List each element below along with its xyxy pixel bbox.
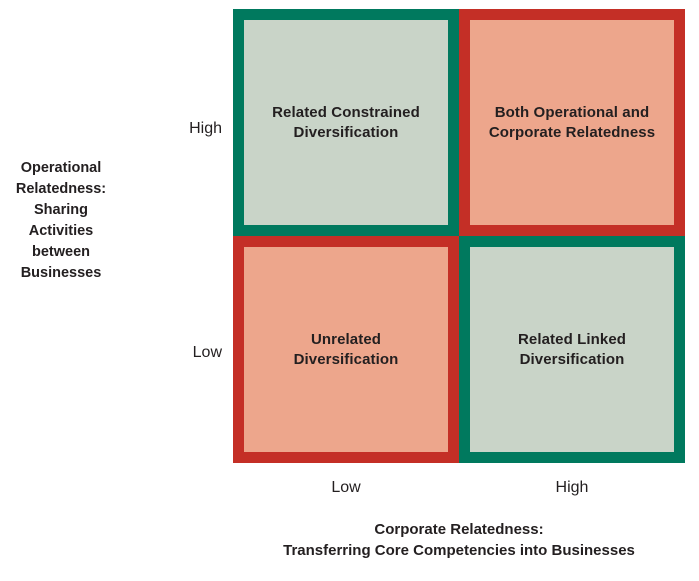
quadrant-related-linked-diversification[interactable]: Related Linked Diversification [459, 236, 685, 463]
x-axis-tick-low: Low [331, 479, 361, 496]
y-axis-tick-low: Low [192, 344, 222, 361]
quadrant-related-constrained-diversification[interactable]: Related Constrained Diversification [233, 9, 459, 236]
y-axis-tick-high: High [189, 120, 222, 137]
x-axis-tick-high: High [555, 479, 589, 496]
x-axis-title: Corporate Relatedness: Transferring Core… [283, 521, 635, 560]
matrix-grid: Related Constrained Diversification Both… [233, 9, 685, 463]
quadrant-label: Both Operational and Corporate Relatedne… [488, 103, 656, 141]
quadrant-label: Related Constrained Diversification [272, 103, 420, 141]
quadrant-label: Unrelated Diversification [293, 330, 399, 368]
quadrant-both-operational-and-corporate-relatedness[interactable]: Both Operational and Corporate Relatedne… [459, 9, 685, 236]
quadrant-unrelated-diversification[interactable]: Unrelated Diversification [233, 236, 459, 463]
quadrant-label: Related Linked Diversification [517, 330, 627, 368]
y-axis-title: Operational Relatedness: Sharing Activit… [15, 160, 107, 282]
